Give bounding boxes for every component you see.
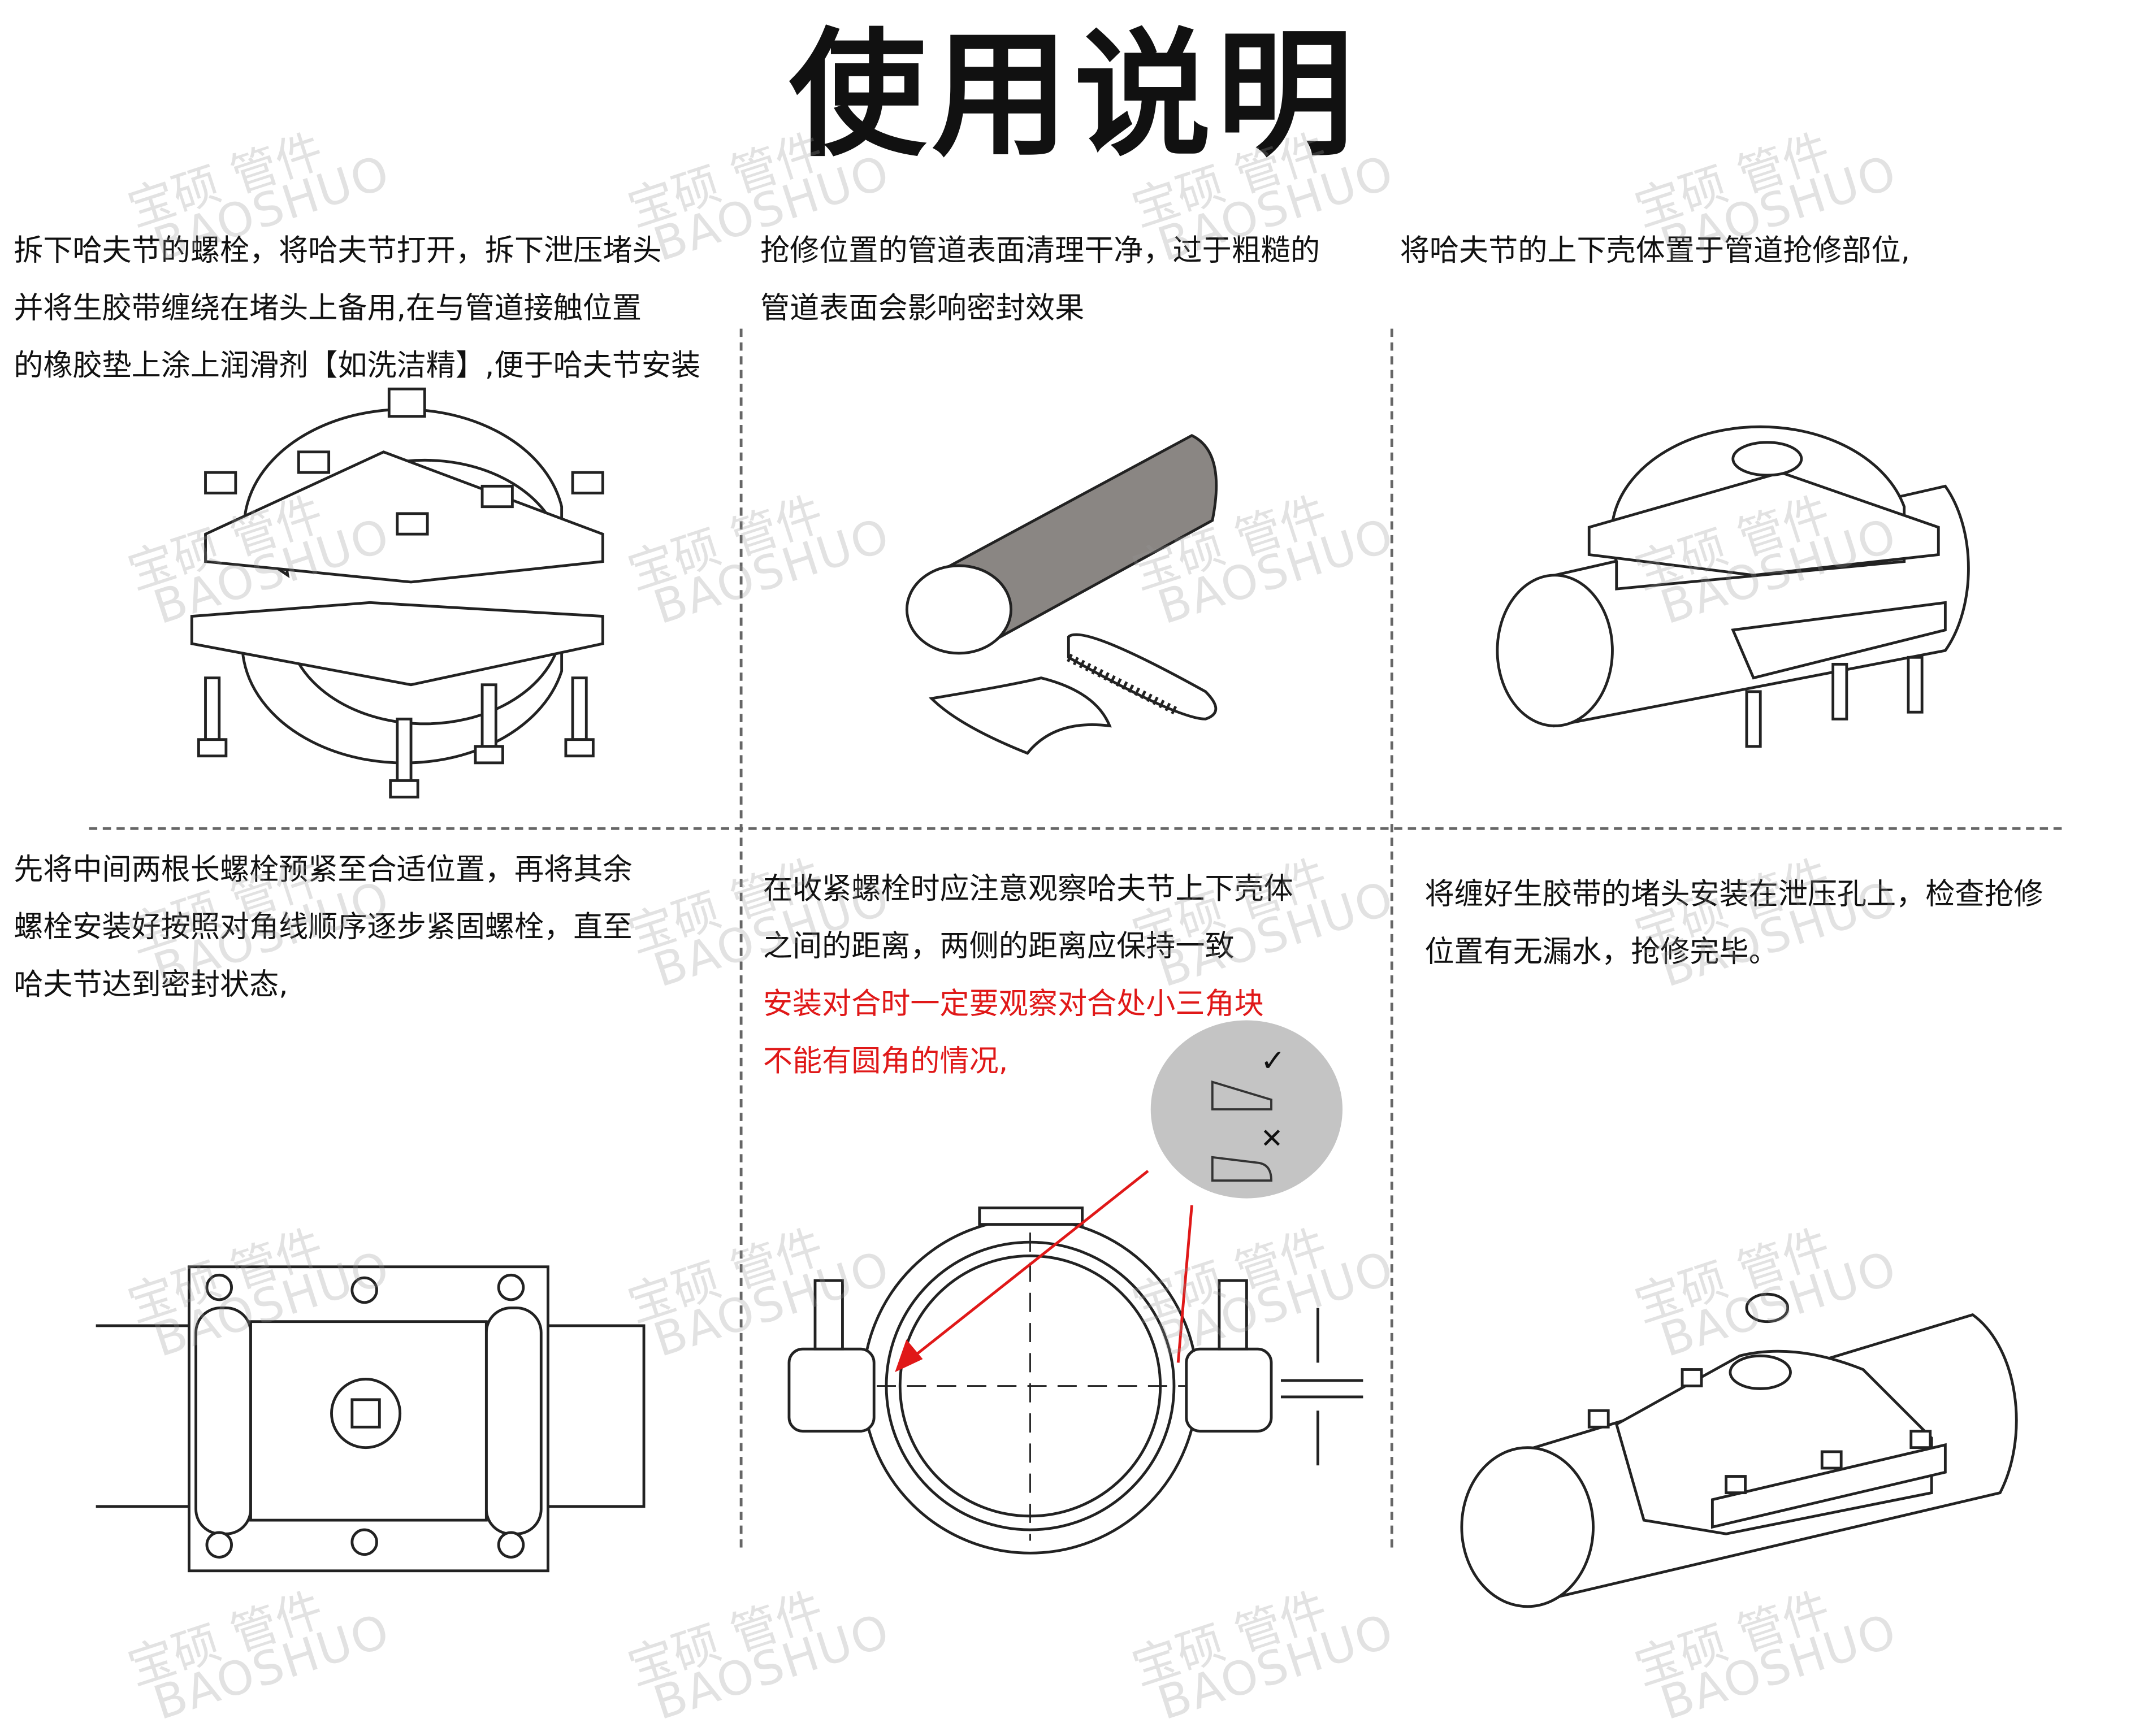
text-line: 哈夫节达到密封状态,	[14, 968, 288, 1003]
open-clamp-illustration	[190, 387, 604, 798]
watermark-en: BAOSHUO	[647, 1604, 897, 1732]
text-line: 拆下哈夫节的螺栓，将哈夫节打开，拆下泄压堵头	[14, 234, 662, 269]
watermark-en: BAOSHUO	[1654, 1604, 1904, 1732]
instruction-sheet: 使用说明 拆下哈夫节的螺栓，将哈夫节打开，拆下泄压堵头 并将生胶带缠绕在堵头上备…	[14, 15, 2062, 1731]
divider-vertical-2	[1390, 328, 1393, 1548]
watermark-cn: 宝硕 管件	[621, 1582, 830, 1697]
watermark-cn: 宝硕 管件	[1125, 1582, 1334, 1697]
step-2-text: 抢修位置的管道表面清理干净，过于粗糙的 管道表面会影响密封效果	[760, 223, 1320, 338]
watermark-cn: 宝硕 管件	[1629, 1582, 1837, 1697]
watermark-en: BAOSHUO	[647, 508, 897, 636]
text-line: 管道表面会影响密封效果	[760, 292, 1085, 326]
warning-line: 安装对合时一定要观察对合处小三角块	[763, 987, 1264, 1022]
text-line: 在收紧螺栓时应注意观察哈夫节上下壳体	[763, 872, 1293, 907]
watermark-cn: 宝硕 管件	[621, 1219, 830, 1334]
step-4-text: 先将中间两根长螺栓预紧至合适位置，再将其余 螺栓安装好按照对角线顺序逐步紧固螺栓…	[14, 842, 632, 1014]
clamp-top-view-illustration	[96, 1265, 646, 1573]
triangle-detail-inset: ✓ ✕	[1150, 1020, 1343, 1199]
watermark-cn: 宝硕 管件	[621, 487, 830, 601]
step-5-text: 在收紧螺栓时应注意观察哈夫节上下壳体 之间的距离，两侧的距离应保持一致 安装对合…	[763, 861, 1293, 1091]
watermark-cn: 宝硕 管件	[1629, 1219, 1837, 1334]
text-line: 之间的距离，两侧的距离应保持一致	[763, 930, 1235, 965]
page-title: 使用说明	[789, 15, 1359, 176]
clamp-on-pipe-illustration	[1496, 425, 1970, 748]
text-line: 将哈夫节的上下壳体置于管道抢修部位,	[1400, 234, 1911, 269]
watermark-en: BAOSHUO	[147, 1604, 397, 1732]
warning-line: 不能有圆角的情况,	[763, 1045, 1008, 1079]
watermark-en: BAOSHUO	[647, 1240, 897, 1369]
divider-vertical-1	[739, 328, 743, 1548]
pipe-cleaning-illustration	[905, 433, 1218, 755]
text-line: 位置有无漏水，抢修完毕。	[1424, 935, 1778, 970]
assembled-clamp-illustration	[1460, 1292, 2018, 1608]
text-line: 先将中间两根长螺栓预紧至合适位置，再将其余	[14, 853, 633, 888]
text-line: 的橡胶垫上涂上润滑剂【如洗洁精】,便于哈夫节安装	[14, 349, 701, 384]
step-3-text: 将哈夫节的上下壳体置于管道抢修部位,	[1400, 223, 1910, 281]
step-6-text: 将缠好生胶带的堵头安装在泄压孔上，检查抢修 位置有无漏水，抢修完毕。	[1424, 867, 2043, 982]
text-line: 并将生胶带缠绕在堵头上备用,在与管道接触位置	[14, 292, 642, 326]
correct-check-icon: ✓	[1260, 1045, 1286, 1079]
text-line: 螺栓安装好按照对角线顺序逐步紧固螺栓，直至	[14, 910, 633, 945]
step-1-text: 拆下哈夫节的螺栓，将哈夫节打开，拆下泄压堵头 并将生胶带缠绕在堵头上备用,在与管…	[14, 223, 700, 396]
clamp-cross-section-illustration	[787, 1170, 1363, 1555]
pipe-body	[943, 433, 1218, 653]
text-line: 将缠好生胶带的堵头安装在泄压孔上，检查抢修	[1424, 878, 2043, 913]
watermark-en: BAOSHUO	[1151, 1604, 1401, 1732]
watermark-cn: 宝硕 管件	[122, 1582, 330, 1697]
text-line: 抢修位置的管道表面清理干净，过于粗糙的	[760, 234, 1320, 269]
indicator-arrow-left	[896, 1170, 1149, 1371]
incorrect-cross-icon: ✕	[1260, 1121, 1284, 1155]
indicator-arrow-right	[1176, 1205, 1193, 1363]
divider-horizontal	[89, 827, 2062, 830]
